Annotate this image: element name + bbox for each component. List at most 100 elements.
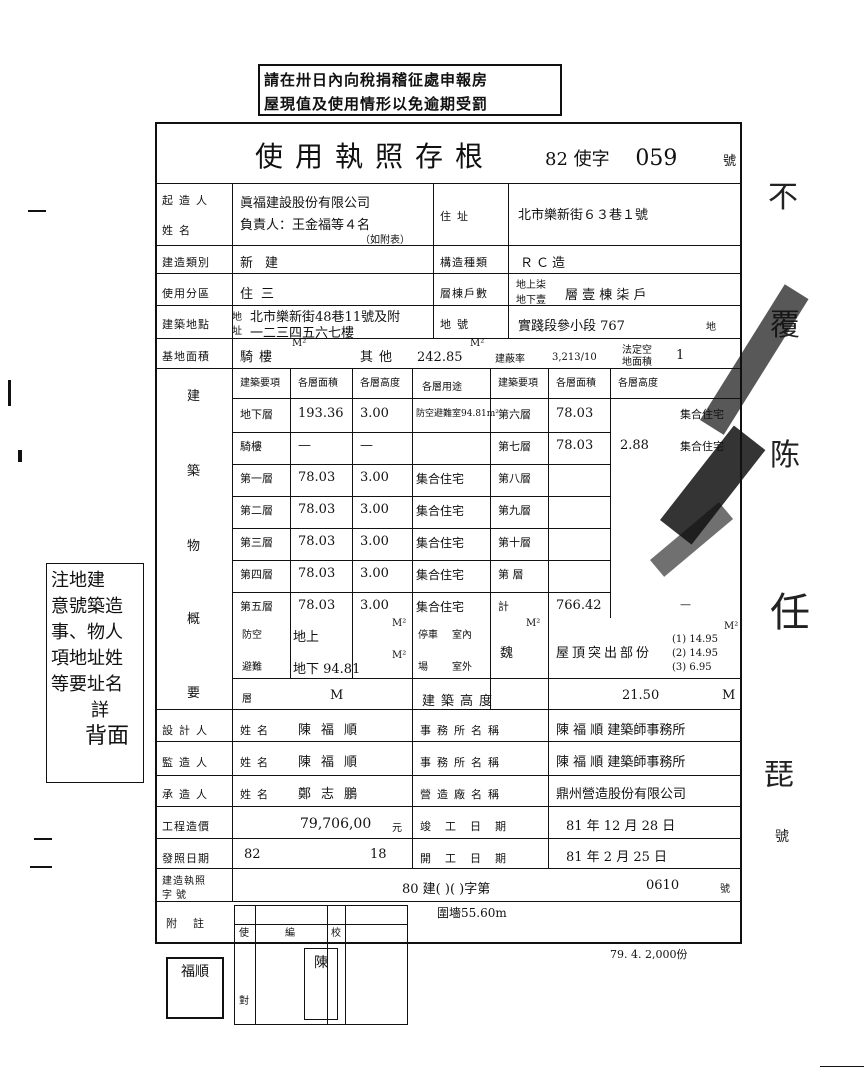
building-vertical-label-2: 築 (187, 464, 201, 479)
lot-suffix: 地 (706, 322, 716, 333)
parking-indoor: 室內 (452, 630, 472, 641)
floor-row-area: 78.03 (298, 502, 336, 517)
floor-row-height: 3.00 (360, 406, 389, 421)
right-edge-char: 琵 (764, 758, 794, 793)
shelter-below: 地下 94.81 (293, 662, 361, 677)
col-area-header-right: 各層面積 (556, 378, 596, 389)
col-use-header: 各層用途 (422, 382, 462, 393)
floor-row-name: 第五層 (240, 600, 273, 613)
floor-row-name: 第三層 (240, 536, 273, 549)
side-note-line: 事、物人 (51, 622, 123, 643)
rule (155, 183, 742, 184)
owner-address: 北市樂新街６３巷１號 (518, 208, 649, 223)
side-note-extra-1: 詳 (91, 700, 109, 721)
scan-mark (8, 380, 11, 406)
rule (548, 368, 549, 709)
contractor-label: 承造人 (162, 788, 213, 801)
rule (232, 496, 610, 497)
rule (412, 368, 413, 709)
rule (155, 305, 742, 306)
floor-row-area: 78.03 (298, 534, 336, 549)
completion-date: 81 年 12 月 28 日 (566, 819, 676, 834)
area-unit: M² (292, 338, 307, 349)
side-note-extra-2: 背面 (85, 724, 130, 749)
right-edge-char: 不 (768, 180, 798, 215)
total-floors-label: 層 (242, 694, 252, 705)
permit-form-frame (155, 122, 742, 944)
completion-label: 竣工日期 (420, 820, 520, 833)
floor-row-right-area: 766.42 (556, 598, 602, 613)
rule (155, 775, 742, 776)
permit-number: 059 (635, 146, 678, 171)
location-addr-label-2: 址 (232, 326, 242, 337)
structure-label: 構造種類 (440, 256, 488, 269)
roof-label: 屋頂突出部份 (556, 646, 653, 661)
roof-value-1: (1) 14.95 (672, 634, 718, 645)
building-vertical-label-1: 建 (187, 389, 201, 404)
start-label: 開工日期 (420, 852, 520, 865)
floor-row-right-name: 第 層 (498, 568, 524, 581)
rule (232, 678, 742, 679)
seal-stamp: 福順 (166, 957, 224, 1019)
floor-row-name: 第二層 (240, 504, 273, 517)
floor-row-right-name: 第七層 (498, 440, 531, 453)
rule (232, 183, 233, 901)
building-vertical-label-4: 概 (187, 612, 201, 627)
location-label: 建築地點 (162, 318, 210, 331)
floor-row-right-name: 第十層 (498, 536, 531, 549)
floor-row-right-height: 2.88 (620, 438, 649, 453)
contractor-name: 鄭志鵬 (298, 787, 368, 802)
rule (232, 528, 610, 529)
designer-office-label: 事務所名稱 (420, 724, 505, 737)
other-label: 其他 (360, 350, 399, 365)
tax-notice-line-1: 請在卅日內向稅捐稽征處申報房 (264, 71, 489, 89)
arcade-label: 騎樓 (240, 350, 279, 365)
start-date: 81 年 2 月 25 日 (566, 850, 668, 865)
scan-mark (34, 838, 52, 840)
floor-row-area: — (298, 438, 311, 453)
area-unit: M² (470, 338, 485, 349)
contractor-name-label: 姓名 (240, 788, 274, 801)
rule (232, 464, 610, 465)
floor-row-right-name: 計 (498, 600, 509, 613)
floors-above: 地上柒 (516, 280, 546, 291)
right-edge-char: 任 (770, 590, 810, 636)
floor-row-height: 3.00 (360, 470, 389, 485)
floor-row-use: 集合住宅 (416, 536, 465, 550)
seal-grid: 使 對 編 校 (234, 905, 408, 1025)
building-height-unit: M (722, 688, 736, 703)
scan-mark (28, 210, 46, 212)
coverage-value: 3,213/10 (552, 352, 597, 363)
contractor-firm-label: 營造廠名稱 (420, 788, 505, 801)
page-title: 使用執照存根 (255, 140, 496, 173)
open-space-label-1: 法定空 (622, 345, 652, 356)
rule (155, 741, 742, 742)
rule (155, 368, 742, 369)
right-edge-char: 號 (775, 829, 789, 845)
floors-below: 地下壹 (516, 295, 546, 306)
lot-value: 實踐段參小段 767 (518, 319, 625, 334)
seal-cell-1: 使 (239, 928, 249, 939)
supervisor-label: 監造人 (162, 756, 213, 769)
roof-value-2: (2) 14.95 (672, 648, 718, 659)
floor-row-height: 3.00 (360, 566, 389, 581)
designer-label: 設計人 (162, 724, 213, 737)
permit-number-block: 82 使字 059 號 (545, 145, 736, 171)
rule (412, 709, 413, 869)
open-space-value: 1 (676, 348, 685, 363)
rule (155, 709, 742, 710)
rule (610, 368, 611, 618)
floor-row-area: 78.03 (298, 598, 336, 613)
build-permit-value: 80 建( )( )字第 (402, 882, 491, 897)
supervisor-office-label: 事務所名稱 (420, 756, 505, 769)
floor-row-area: 193.36 (298, 406, 344, 421)
rule (433, 183, 434, 338)
col-height-header-right: 各層高度 (618, 378, 658, 389)
permit-suffix: 號 (723, 154, 737, 169)
coverage-label: 建蔽率 (495, 354, 525, 365)
col-item-header-right: 建築要項 (498, 378, 538, 389)
zone-label: 使用分區 (162, 287, 210, 300)
build-permit-label-1: 建造執照 (162, 876, 206, 887)
structure-value: ＲＣ造 (520, 256, 569, 271)
floor-row-height: — (360, 438, 373, 453)
